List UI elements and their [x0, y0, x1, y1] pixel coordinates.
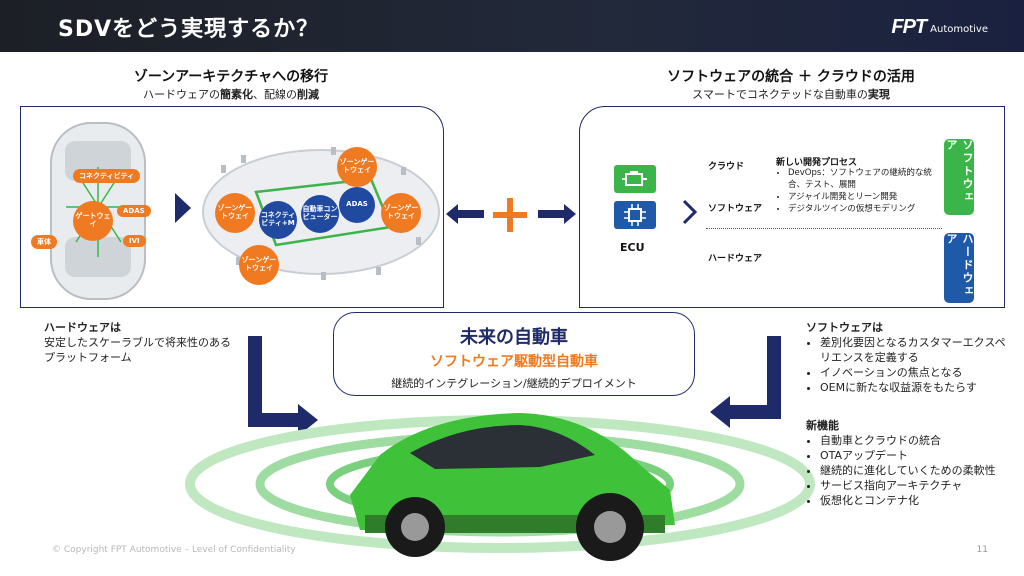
- divider: [706, 228, 942, 229]
- cloud-label: クラウド: [708, 162, 745, 172]
- future-car-box: 未来の自動車 ソフトウェア駆動型自動車 継続的インテグレーション/継続的デプロイ…: [333, 312, 695, 396]
- list-item: サービス指向アーキテクチャ: [820, 478, 1016, 493]
- list-item: 仮想化とコンテナ化: [820, 493, 1016, 508]
- new-dev-bullets: DevOps：ソフトウェアの継続的な統合、テスト、展開 アジャイル開発とリーン開…: [774, 167, 948, 215]
- new-features: 新機能 自動車とクラウドの統合 OTAアップデート 継続的に進化していくための柔…: [806, 418, 1016, 508]
- list-item: 差別化要因となるカスタマーエクスペリエンスを定義する: [820, 335, 1016, 365]
- future-car-subtitle: ソフトウェア駆動型自動車: [430, 354, 598, 370]
- software-label: ソフトウェア: [708, 204, 763, 214]
- list-item: 自動車とクラウドの統合: [820, 433, 1016, 448]
- future-car-title: 未来の自動車: [460, 327, 568, 348]
- list-item: DevOps：ソフトウェアの継続的な統合、テスト、展開: [788, 167, 948, 191]
- copyright: © Copyright FPT Automotive – Level of Co…: [52, 545, 296, 555]
- list-item: デジタルツインの仮想モデリング: [788, 203, 948, 215]
- zone-gw-bottom: ゾーンゲートウェイ: [239, 245, 279, 285]
- gateway-node: ゲートウェイ: [73, 201, 113, 241]
- chip-body: 車体: [31, 235, 57, 249]
- list-item: 継続的に進化していくための柔軟性: [820, 463, 1016, 478]
- zone-architecture-panel: コネクティビティ ゲートウェイ ADAS 車体 IVI ゾーンゲートウェイ ゾー…: [20, 106, 444, 308]
- engine-icon: [614, 165, 656, 193]
- chip-adas: ADAS: [117, 205, 151, 217]
- chevron-right-icon: [175, 193, 191, 223]
- chip-connectivity: コネクティビティ: [73, 169, 141, 183]
- chip-icon: [614, 201, 656, 229]
- zone-gw-left: ゾーンゲートウェイ: [215, 193, 255, 233]
- right-section-title: ソフトウェアの統合 ＋ クラウドの活用: [667, 69, 915, 85]
- zone-gw-top: ゾーンゲートウェイ: [337, 147, 377, 187]
- plus-connector: [446, 198, 576, 232]
- chip-ivi: IVI: [123, 235, 146, 247]
- chevron-right-icon: [682, 199, 698, 225]
- list-item: OEMに新たな収益源をもたらす: [820, 380, 1016, 395]
- ecu-label: ECU: [620, 241, 645, 254]
- hardware-bar: ハードウェア: [944, 233, 974, 303]
- software-bar: ソフトウェア: [944, 139, 974, 215]
- list-item: アジャイル開発とリーン開発: [788, 191, 948, 203]
- page-title: SDVをどう実現するか？: [58, 17, 320, 42]
- left-section-subtitle: ハードウェアの簡素化、配線の削減: [143, 88, 319, 101]
- green-car-illustration: [350, 413, 675, 561]
- left-section-title: ゾーンアーキテクチャへの移行: [133, 69, 329, 85]
- right-section-subtitle: スマートでコネクテッドな自動車の実現: [692, 88, 890, 101]
- list-item: OTAアップデート: [820, 448, 1016, 463]
- list-item: イノベーションの焦点となる: [820, 365, 1016, 380]
- new-dev-title: 新しい開発プロセス: [776, 158, 858, 168]
- software-note: ソフトウェアは 差別化要因となるカスタマーエクスペリエンスを定義する イノベーシ…: [806, 320, 1016, 395]
- zone-gw-right: ゾーンゲートウェイ: [381, 193, 421, 233]
- connectivity-m-node: コネクティビティ+M: [259, 201, 297, 239]
- adas-node: ADAS: [339, 187, 375, 223]
- logo-sub: Automotive: [930, 23, 988, 35]
- header-bar: SDVをどう実現するか？ FPT Automotive: [0, 0, 1024, 52]
- vehicle-computer-node: 自動車コンピューター: [301, 195, 339, 233]
- page-number: 11: [976, 545, 988, 555]
- logo-mark: FPT: [891, 15, 927, 38]
- hardware-note: ハードウェアは 安定したスケーラブルで将来性のある プラットフォーム: [44, 321, 231, 364]
- hardware-label: ハードウェア: [708, 254, 763, 264]
- software-cloud-panel: ECU クラウド ソフトウェア ハードウェア 新しい開発プロセス DevOps：…: [579, 106, 1005, 308]
- future-car-desc: 継続的インテグレーション/継続的デプロイメント: [391, 377, 637, 390]
- fpt-logo: FPT Automotive: [891, 16, 988, 38]
